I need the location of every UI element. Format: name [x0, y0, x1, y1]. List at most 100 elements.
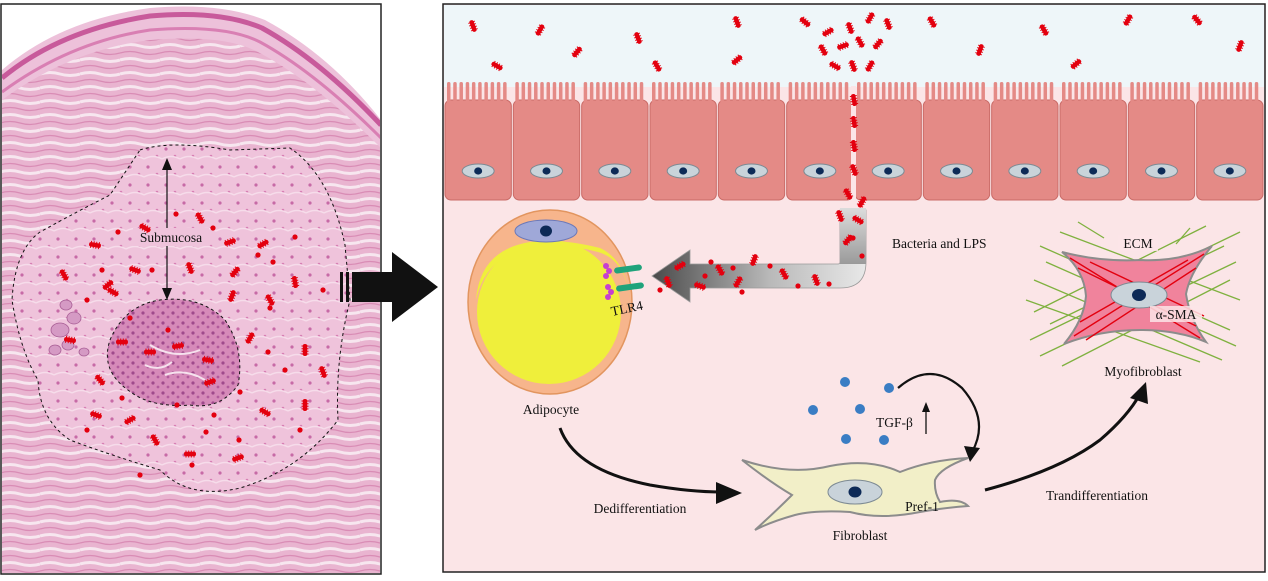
microvillus: [521, 82, 526, 104]
microvillus: [1136, 82, 1141, 104]
microvillus: [571, 82, 575, 104]
mucosa-region: [106, 298, 241, 407]
lps-dot: [267, 305, 273, 311]
microvillus: [1086, 82, 1091, 104]
submucosa-depth-arrow: [133, 158, 209, 300]
microvillus: [471, 82, 476, 104]
microvillus: [726, 82, 731, 104]
adipocyte-label: Adipocyte: [523, 402, 579, 417]
microvillus: [770, 82, 774, 104]
lps-dot: [282, 367, 288, 373]
histology-panel: Submucosa: [0, 3, 382, 575]
nucleus-icon: [1213, 163, 1247, 179]
microvillus: [1167, 82, 1172, 104]
lps-dot: [210, 225, 216, 231]
microvillus: [1211, 82, 1215, 104]
lps-dot: [702, 273, 708, 279]
microvillus: [1099, 82, 1103, 104]
microvillus: [633, 82, 638, 104]
microvillus: [708, 82, 712, 104]
microvillus: [844, 82, 849, 104]
microvillus: [683, 82, 687, 104]
microvillus: [863, 82, 867, 104]
transdifferentiation-label: Trandifferentiation: [1046, 488, 1148, 503]
nucleus-icon: [940, 163, 973, 179]
transdifferentiation-arrow: [984, 382, 1148, 492]
lps-dot: [119, 395, 125, 401]
microvillus: [621, 82, 625, 104]
microvillus: [527, 82, 532, 104]
microvillus: [515, 82, 519, 104]
microvillus: [931, 82, 936, 104]
microvillus: [1093, 82, 1097, 104]
lps-dot: [292, 234, 298, 240]
microvillus: [1049, 82, 1054, 104]
lps-dot: [115, 229, 121, 235]
schematic-panel: Bacteria and LPS TLR4 Adipocyte Dediffer…: [442, 3, 1266, 573]
microvillus: [819, 82, 824, 104]
microvillus: [1080, 82, 1085, 104]
epithelial-cell: [444, 99, 512, 201]
microvillus: [1024, 82, 1029, 104]
microvillus: [1068, 82, 1072, 104]
microvillus: [1018, 82, 1023, 104]
nucleus-icon: [735, 163, 768, 179]
microvillus: [602, 82, 606, 104]
microvillus: [906, 82, 911, 104]
microvillus: [813, 82, 818, 104]
microvillus: [763, 82, 768, 104]
microvillus: [701, 82, 706, 104]
microvillus: [925, 82, 929, 104]
microvillus: [745, 82, 749, 104]
alpha-sma-label: α-SMA: [1156, 307, 1197, 322]
microvillus: [447, 82, 451, 104]
nucleus-icon: [1145, 163, 1178, 179]
gut-lumen: [444, 5, 1264, 87]
microvillus: [981, 82, 985, 104]
tgf-beta-molecules: [808, 377, 894, 445]
microvillus: [751, 82, 755, 104]
microvillus: [944, 82, 948, 104]
microvillus: [670, 82, 675, 104]
microvillus: [1105, 82, 1110, 104]
lps-dot: [270, 259, 276, 265]
microvillus: [1043, 82, 1048, 104]
tgf-increase-arrow: [922, 402, 930, 434]
lps-dot: [767, 263, 773, 269]
pref1-label: Pref-1: [905, 499, 939, 514]
lps-dot: [211, 412, 217, 418]
epithelial-cell: [717, 99, 786, 201]
lps-dot: [236, 437, 242, 443]
microvillus: [459, 82, 463, 104]
ecm-label: ECM: [1123, 236, 1152, 251]
microvillus: [956, 82, 960, 104]
microvillus: [546, 82, 550, 104]
microvillus: [1217, 82, 1221, 104]
microvillus: [627, 82, 631, 104]
microvillus: [968, 82, 973, 104]
microvillus: [658, 82, 662, 104]
microvillus: [1242, 82, 1246, 104]
microvillus: [1198, 82, 1203, 104]
microvillus: [1223, 82, 1228, 104]
microvillus: [614, 82, 619, 104]
epithelial-cell: [786, 99, 854, 201]
microvillus: [652, 82, 656, 104]
microvillus: [1248, 82, 1253, 104]
microvillus: [1229, 82, 1234, 104]
epithelial-cell: [581, 99, 649, 201]
microvillus: [794, 82, 799, 104]
microvillus: [565, 82, 569, 104]
nucleus-icon: [666, 163, 700, 179]
microvillus: [1006, 82, 1010, 104]
microvillus: [975, 82, 979, 104]
histology-bacteria: [57, 210, 329, 478]
lps-dot: [174, 402, 180, 408]
lps-dot: [127, 315, 133, 321]
epithelial-cell: [649, 99, 717, 201]
microvillus: [608, 82, 613, 104]
microvillus: [801, 82, 805, 104]
microvillus: [1111, 82, 1116, 104]
